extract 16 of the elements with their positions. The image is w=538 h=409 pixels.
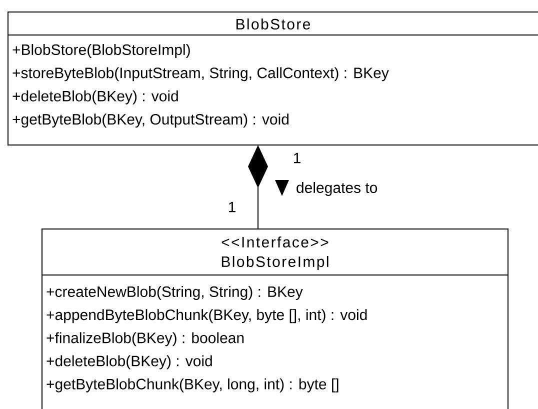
method-text: +storeByteBlob(InputStream, String, CallContext) : BKey xyxy=(12,67,389,82)
method-text: +finalizeBlob(BKey) : boolean xyxy=(46,332,244,346)
method-text: +createNewBlob(String, String) : BKey xyxy=(46,286,303,300)
class-box xyxy=(8,12,538,146)
method-text: +deleteBlob(BKey) : void xyxy=(12,90,178,104)
method-text: +deleteBlob(BKey) : void xyxy=(46,355,212,370)
method-text: +getByteBlobChunk(BKey, long, int) : byte [] xyxy=(46,378,338,392)
method-text: +getByteBlob(BKey, OutputStream) : void xyxy=(12,114,288,128)
class-name: BlobStore xyxy=(236,18,310,30)
multiplicity-label: 1 xyxy=(228,202,236,212)
class-name: <<Interface>> xyxy=(222,236,328,248)
edge-label: delegates to xyxy=(296,182,378,196)
method-text: +BlobStore(BlobStoreImpl) xyxy=(12,44,190,58)
class-box xyxy=(42,228,508,409)
class-name: BlobStoreImpl xyxy=(222,256,328,270)
method-text: +appendByteBlobChunk(BKey, byte [], int) : void xyxy=(46,309,367,324)
